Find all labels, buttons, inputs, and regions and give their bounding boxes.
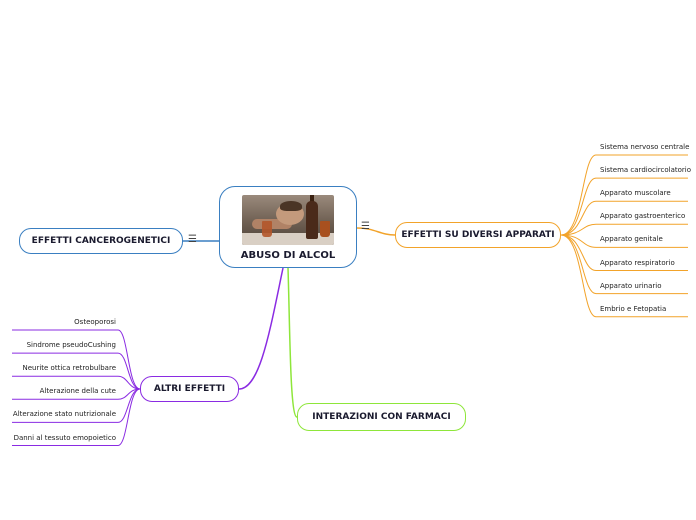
leaf-altri[interactable]: Sindrome pseudoCushing <box>27 341 116 349</box>
topic-effetti-diversi-apparati[interactable]: EFFETTI SU DIVERSI APPARATI <box>395 222 561 248</box>
link-farmaci <box>288 268 297 417</box>
leaf-altri[interactable]: Osteoporosi <box>74 318 116 326</box>
topic-label: EFFETTI CANCEROGENETICI <box>32 236 171 246</box>
leaf-diversi[interactable]: Sistema cardiocircolatorio <box>600 166 691 174</box>
branch-line <box>118 389 140 446</box>
topic-label: ALTRI EFFETTI <box>154 384 225 394</box>
leaf-altri[interactable]: Neurite ottica retrobulbare <box>22 364 116 372</box>
leaf-diversi[interactable]: Apparato genitale <box>600 235 663 243</box>
leaf-diversi[interactable]: Apparato gastroenterico <box>600 212 685 220</box>
leaf-altri[interactable]: Alterazione della cute <box>40 387 116 395</box>
topic-effetti-cancerogenetici[interactable]: EFFETTI CANCEROGENETICI <box>19 228 183 254</box>
menu-icon[interactable]: ☰ <box>361 221 370 232</box>
topic-label: EFFETTI SU DIVERSI APPARATI <box>401 230 554 240</box>
leaf-diversi[interactable]: Apparato muscolare <box>600 189 671 197</box>
alcohol-abuse-photo <box>242 195 334 245</box>
topic-label: INTERAZIONI CON FARMACI <box>312 412 450 422</box>
leaf-altri[interactable]: Danni al tessuto emopoietico <box>14 434 116 442</box>
menu-icon[interactable]: ☰ <box>188 234 197 245</box>
central-title: ABUSO DI ALCOL <box>241 250 336 261</box>
central-topic[interactable]: ABUSO DI ALCOL <box>219 186 357 268</box>
branch-line <box>561 235 596 271</box>
topic-interazioni-farmaci[interactable]: INTERAZIONI CON FARMACI <box>297 403 466 431</box>
leaf-diversi[interactable]: Apparato respiratorio <box>600 259 675 267</box>
leaf-altri[interactable]: Alterazione stato nutrizionale <box>13 410 116 418</box>
topic-altri-effetti[interactable]: ALTRI EFFETTI <box>140 376 239 402</box>
branch-line <box>118 330 140 389</box>
leaf-diversi[interactable]: Embrio e Fetopatia <box>600 305 666 313</box>
leaf-diversi[interactable]: Sistema nervoso centrale <box>600 143 689 151</box>
link-altri <box>239 268 283 389</box>
leaf-diversi[interactable]: Apparato urinario <box>600 282 661 290</box>
